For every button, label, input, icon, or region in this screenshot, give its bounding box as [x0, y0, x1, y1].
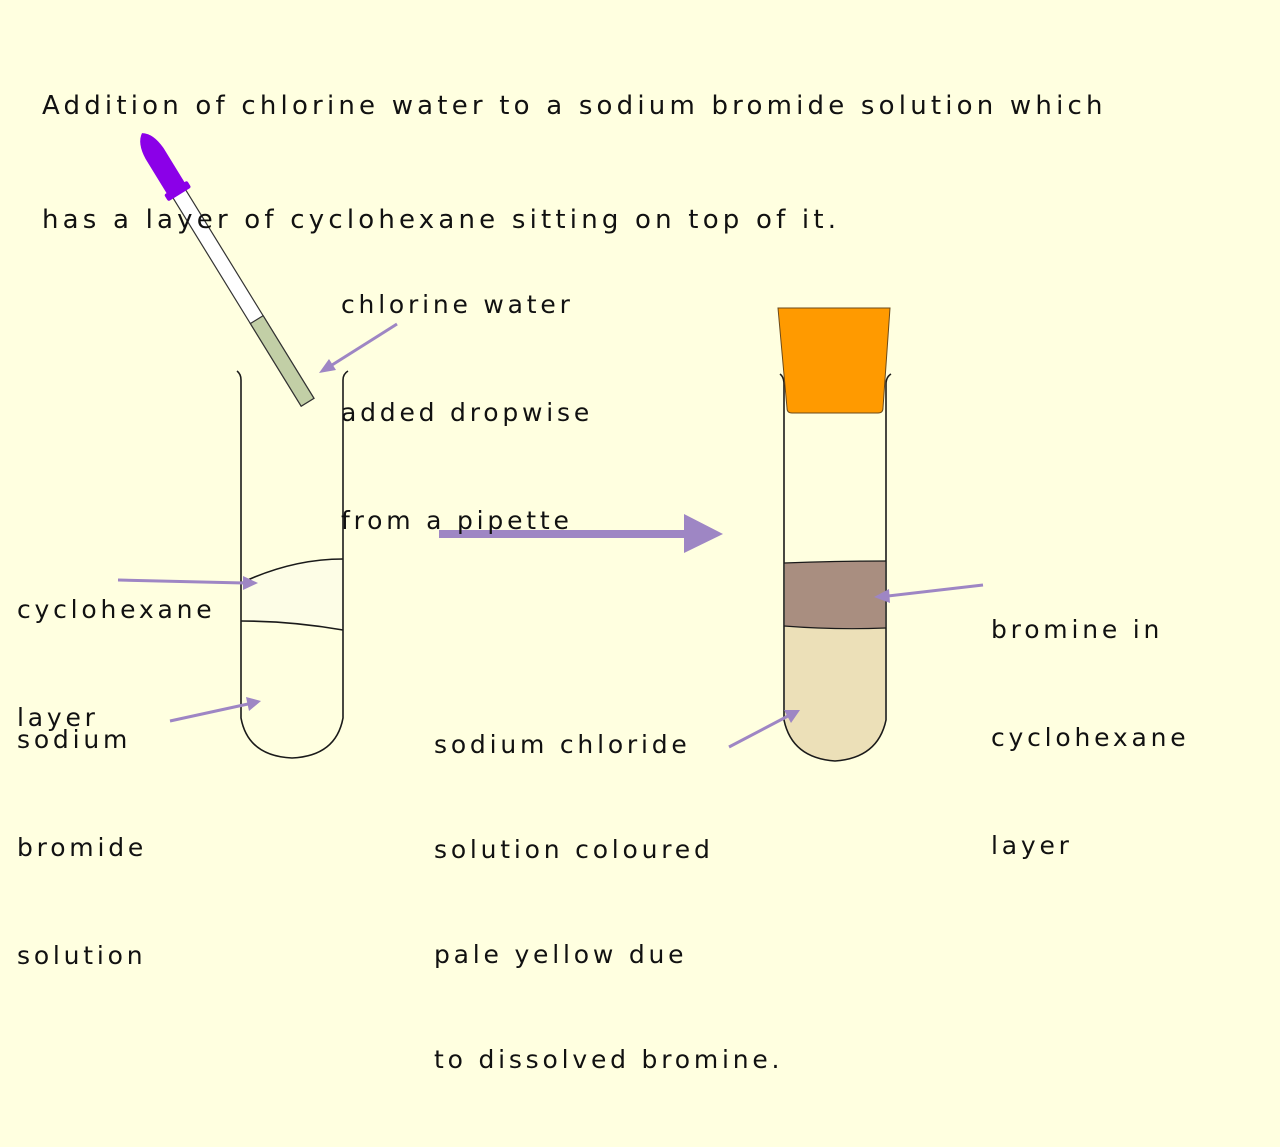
reaction-arrow: [439, 514, 723, 553]
pipette: [140, 133, 315, 408]
label-line: chlorine water: [341, 290, 574, 319]
left-tube-upper-meniscus: [240, 558, 344, 584]
right-tube-pale-yellow-solution: [785, 626, 885, 761]
title-line: Addition of chlorine water to a sodium b…: [42, 91, 1107, 121]
label-line: layer: [991, 831, 1073, 860]
label-sodium-chloride-solution: sodium chloride solution coloured pale y…: [434, 657, 783, 1147]
diagram-canvas: Addition of chlorine water to a sodium b…: [17, 11, 1186, 1074]
right-tube-bromine-layer: [785, 561, 885, 629]
label-line: sodium chloride: [434, 730, 691, 759]
label-line: sodium: [17, 725, 132, 754]
label-line: cyclohexane: [991, 723, 1190, 752]
label-line: cyclohexane: [17, 595, 216, 624]
left-tube-outline: [236, 370, 349, 759]
label-bromine-in-cyclohexane: bromine in cyclohexane layer: [991, 540, 1189, 936]
left-tube-cyclohexane-layer-fill: [243, 559, 343, 630]
diagram-svg: [117, 133, 984, 762]
pipette-liquid: [249, 314, 315, 408]
arrow-chlorine-to-tube: [319, 322, 398, 373]
right-tube-outline: [779, 373, 892, 762]
stopper: [777, 307, 891, 414]
arrow-bromine-label: [874, 583, 984, 603]
left-tube-lower-meniscus: [240, 620, 344, 631]
arrow-sodium-bromide-label: [169, 697, 261, 723]
label-sodium-bromide-solution: sodium bromide solution: [17, 650, 147, 1046]
right-test-tube: [777, 307, 892, 762]
label-cyclohexane-layer: cyclohexane layer: [17, 520, 215, 808]
label-line: from a pipette: [341, 506, 573, 535]
pipette-bulb: [140, 133, 186, 195]
title-line: has a layer of cyclohexane sitting on to…: [42, 205, 841, 235]
left-test-tube: [236, 370, 349, 759]
right-tube-lower-meniscus: [783, 625, 887, 630]
right-tube-upper-meniscus: [783, 560, 887, 564]
label-line: solution coloured: [434, 835, 714, 864]
label-line: bromide: [17, 833, 148, 862]
label-line: bromine in: [991, 615, 1164, 644]
pipette-collar: [164, 181, 191, 201]
label-line: to dissolved bromine.: [434, 1045, 784, 1074]
label-line: added dropwise: [341, 398, 594, 427]
label-line: layer: [17, 703, 99, 732]
label-line: pale yellow due: [434, 940, 688, 969]
page-title: Addition of chlorine water to a sodium b…: [42, 11, 1107, 315]
arrow-cyclohexane-label: [117, 576, 258, 590]
label-chlorine-water: chlorine water added dropwise from a pip…: [341, 215, 593, 611]
label-line: solution: [17, 941, 147, 970]
arrow-sodium-chloride-label: [728, 710, 800, 749]
